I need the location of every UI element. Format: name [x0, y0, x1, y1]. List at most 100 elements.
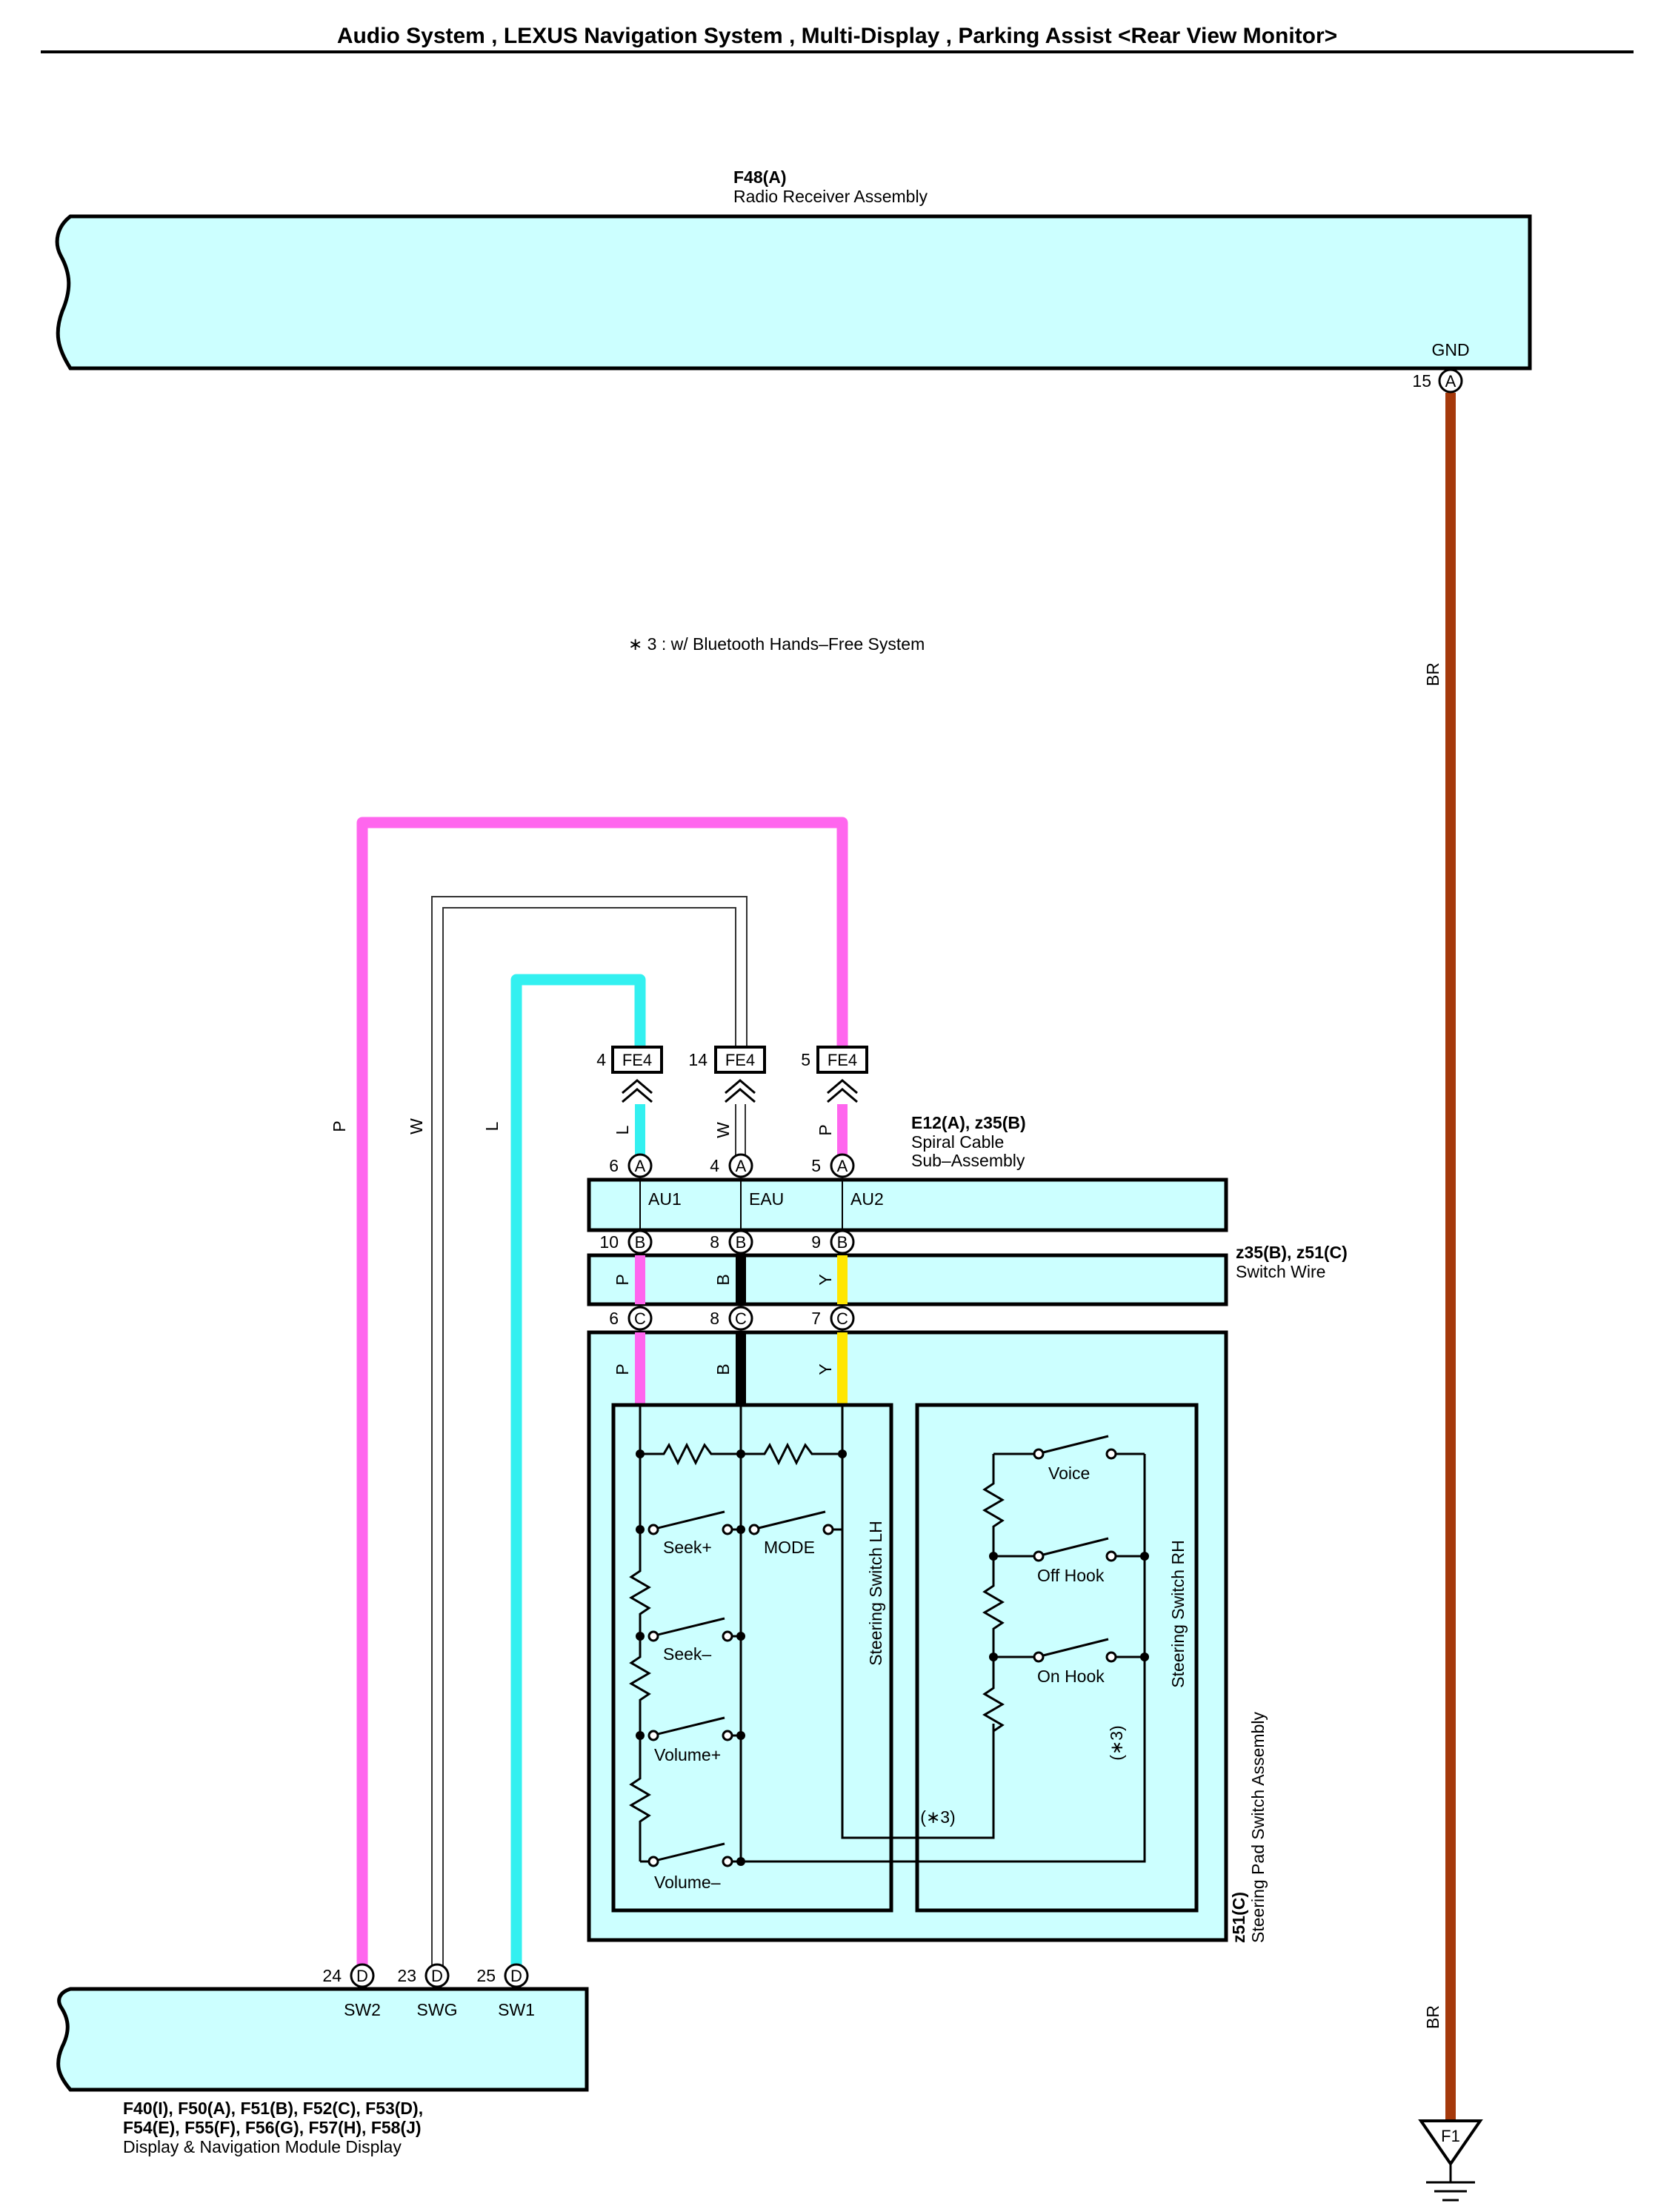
wire-label-l-left: L [482, 1121, 502, 1131]
spiral-bottom-pin-1: 10 B [599, 1229, 653, 1255]
switch-seek-plus: Seek+ [663, 1538, 712, 1557]
steering-switch-rh: Steering Switch RH (∗3) Voice Off Hook [915, 1403, 1199, 1913]
display-name: Display & Navigation Module Display [123, 2137, 402, 2156]
switch-wire-black [736, 1255, 746, 1304]
title-rule [41, 50, 1634, 53]
pad-wire-yellow [837, 1332, 848, 1405]
steering-pad-code: z51(C) [1229, 1892, 1248, 1943]
radio-gnd-pin-number: 15 [1412, 371, 1431, 391]
switch-voice: Voice [1048, 1464, 1090, 1483]
pink-wire-upper [356, 817, 848, 1971]
display-pin-swg: 23 D [397, 1963, 450, 1988]
junction-2-label: FE4 [725, 1051, 755, 1069]
radio-gnd-pin-connector: A [1445, 372, 1456, 391]
spiral-code: E12(A), z35(B) [911, 1113, 1026, 1132]
white-wire-inner [442, 907, 736, 1971]
diagram-title: Audio System , LEXUS Navigation System ,… [337, 24, 1337, 48]
bluetooth-note: ∗ 3 : w/ Bluetooth Hands–Free System [628, 634, 925, 654]
display-terminal-sw1: SW1 [498, 2000, 535, 2019]
resistor-lh-2 [741, 1442, 842, 1466]
switch-seek-minus: Seek– [663, 1644, 711, 1664]
switch-wire-yellow [837, 1255, 848, 1304]
switch-wire-pink [635, 1255, 645, 1304]
br-wire [1445, 393, 1456, 2119]
junction-1-label: FE4 [622, 1051, 652, 1069]
radio-code: F48(A) [733, 167, 787, 187]
spiral-top-pin-2-number: 4 [710, 1156, 719, 1175]
pad-label-b: B [713, 1364, 733, 1375]
pad-top-pin-1-number: 6 [609, 1309, 619, 1328]
switch-rh-box [915, 1403, 1199, 1913]
switch-wire-label-b: B [713, 1274, 733, 1285]
radio-gnd-pin: 15 A [1412, 368, 1463, 393]
display-code-1: F40(I), F50(A), F51(B), F52(C), F53(D), [123, 2099, 423, 2118]
pad-top-pin-2-connector: C [735, 1309, 747, 1328]
spiral-in-label-3: P [816, 1124, 835, 1135]
spiral-name-2: Sub–Assembly [911, 1151, 1025, 1170]
display-navigation-module: SW2 SWG SW1 F40(I), F50(A), F51(B), F52(… [56, 1987, 589, 2156]
pad-label-y: Y [816, 1364, 835, 1375]
spiral-top-pin-1: 6 A [609, 1153, 653, 1178]
junction-fe4-3: 5 FE4 [801, 1046, 868, 1103]
junction-3-label: FE4 [828, 1051, 857, 1069]
pink-wire-spiral [837, 1104, 848, 1168]
spiral-top-pin-1-number: 6 [609, 1156, 619, 1175]
spiral-top-pin-1-connector: A [635, 1157, 646, 1175]
switch-off-hook: Off Hook [1037, 1566, 1105, 1585]
resistor-lh-5 [629, 1736, 651, 1861]
spiral-top-pin-2-connector: A [736, 1157, 747, 1175]
spiral-bottom-pin-2-number: 8 [710, 1232, 719, 1252]
radio-box [55, 214, 1532, 371]
steering-switch-lh: Steering Switch LH Seek+ MODE [611, 1403, 995, 1913]
display-code-2: F54(E), F55(F), F56(G), F57(H), F58(J) [123, 2118, 422, 2137]
switch-volume-plus: Volume+ [654, 1745, 721, 1764]
switch-on-hook: On Hook [1037, 1667, 1105, 1686]
display-pin-sw1-number: 25 [476, 1966, 496, 1985]
radio-receiver-assembly: F48(A) Radio Receiver Assembly GND [55, 167, 1532, 371]
junction-3-pin: 5 [801, 1050, 810, 1069]
pad-top-pin-1: 6 C [609, 1306, 653, 1331]
switch-lh-box [611, 1403, 893, 1913]
pad-top-pin-2: 8 C [710, 1306, 753, 1331]
spiral-bottom-pin-1-connector: B [635, 1233, 646, 1252]
spiral-bottom-pin-3: 9 B [811, 1229, 855, 1255]
display-pin-swg-number: 23 [397, 1966, 416, 1985]
spiral-name-1: Spiral Cable [911, 1132, 1004, 1152]
pad-top-pin-3: 7 C [811, 1306, 855, 1331]
br-label-bottom: BR [1423, 2005, 1442, 2029]
display-pin-sw2: 24 D [322, 1963, 375, 1988]
display-pin-sw2-number: 24 [322, 1966, 342, 1985]
pad-label-p: P [613, 1364, 632, 1375]
pad-top-pin-3-number: 7 [811, 1309, 821, 1328]
cyan-wire-upper [510, 974, 646, 1971]
switch-wire-label-y: Y [816, 1274, 835, 1285]
display-pin-sw1: 25 D [476, 1963, 529, 1988]
pad-top-pin-3-connector: C [836, 1309, 848, 1328]
spiral-bottom-pin-2-connector: B [736, 1233, 747, 1252]
pad-wire-pink [635, 1332, 645, 1405]
spiral-bottom-pin-3-number: 9 [811, 1232, 821, 1252]
switch-volume-minus: Volume– [654, 1873, 721, 1892]
display-pin-sw2-connector: D [356, 1967, 368, 1985]
spiral-top-pin-3: 5 A [811, 1153, 855, 1178]
white-wire-outer [431, 896, 748, 1971]
resistor-lh-1 [640, 1442, 741, 1466]
display-terminal-sw2: SW2 [344, 2000, 381, 2019]
br-label-top: BR [1423, 662, 1442, 686]
spiral-bottom-pin-3-connector: B [837, 1233, 848, 1252]
radio-name: Radio Receiver Assembly [733, 187, 928, 206]
junction-fe4-1: 4 FE4 [596, 1046, 663, 1103]
spiral-in-label-2: W [713, 1122, 733, 1138]
spiral-terminal-eau: EAU [749, 1189, 784, 1209]
switch-mode: MODE [764, 1538, 815, 1557]
cyan-wire-spiral [635, 1104, 645, 1168]
display-box [56, 1987, 589, 2092]
switch-lh-label: Steering Switch LH [866, 1521, 885, 1666]
display-pin-swg-connector: D [431, 1967, 443, 1985]
display-terminal-swg: SWG [417, 2000, 458, 2019]
spiral-bottom-pin-1-number: 10 [599, 1232, 619, 1252]
pad-top-pin-2-number: 8 [710, 1309, 719, 1328]
link-note: (∗3) [920, 1807, 955, 1827]
spiral-terminal-au2: AU2 [850, 1189, 884, 1209]
